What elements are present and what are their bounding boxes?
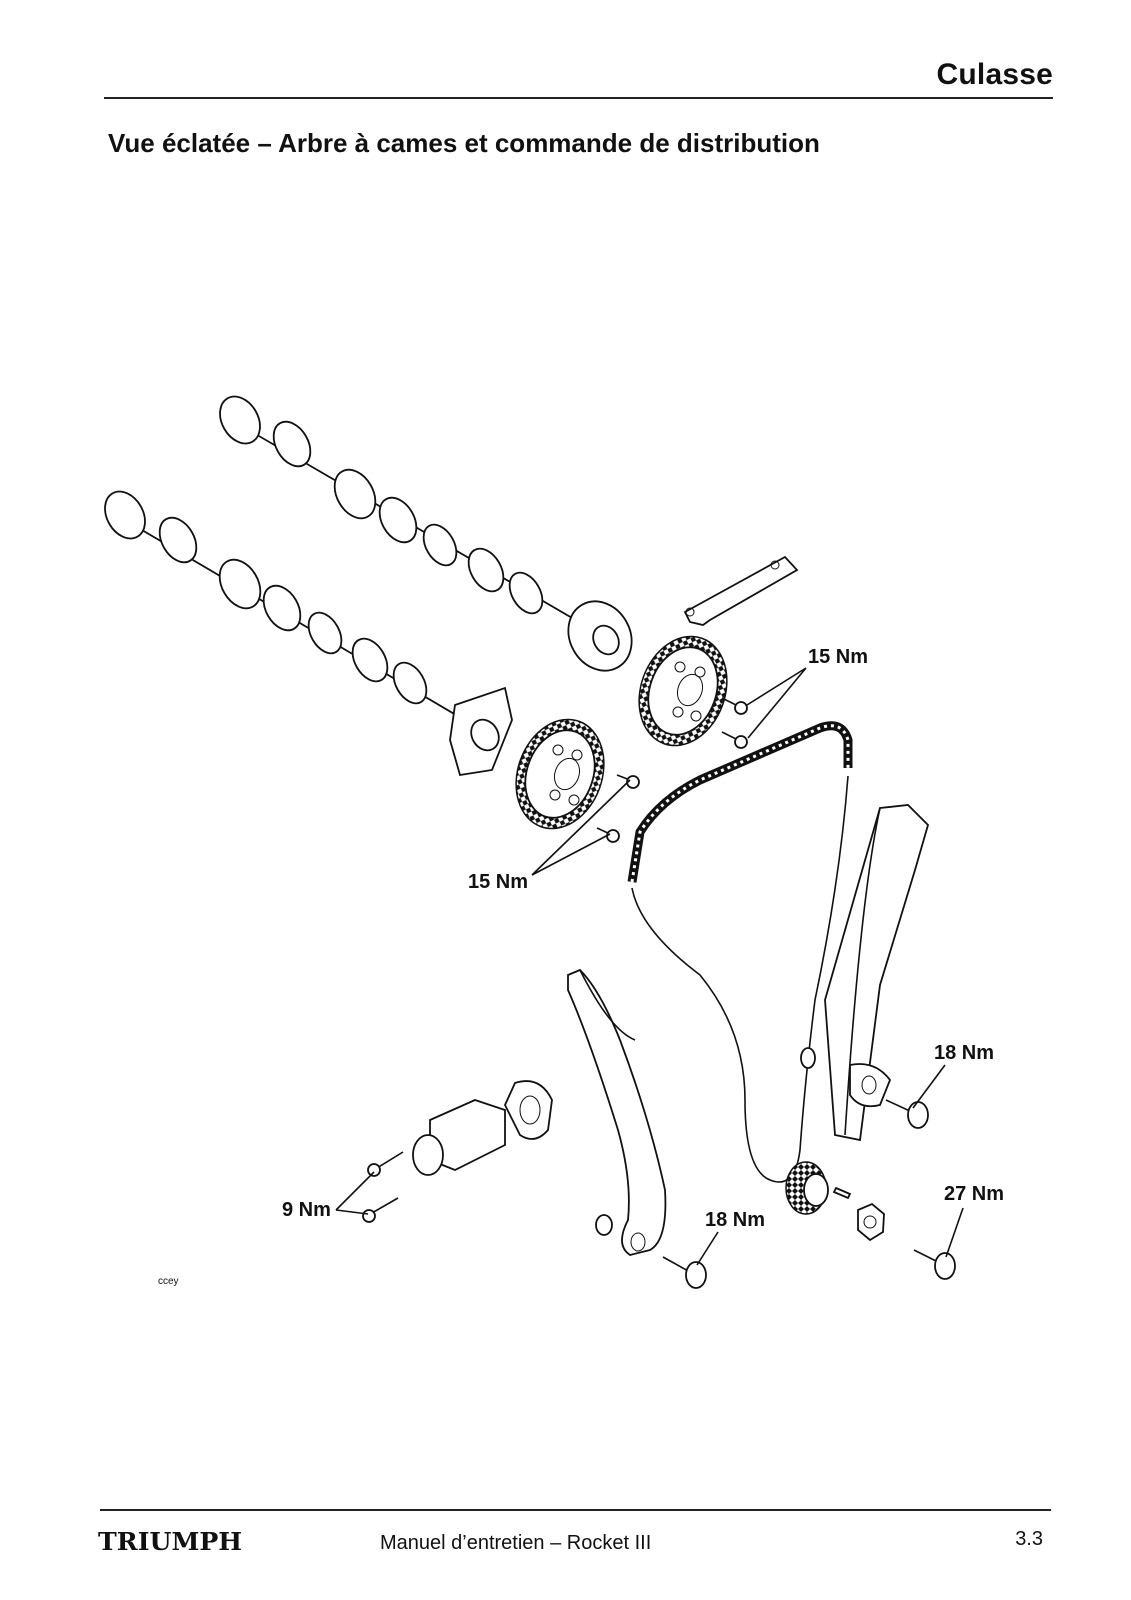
chain-guide-icon xyxy=(567,968,667,1256)
sprocket-icon xyxy=(638,635,728,747)
nut-icon xyxy=(857,1202,885,1242)
manual-title: Manuel d’entretien – Rocket III xyxy=(380,1532,652,1554)
torque-label: 15 Nm xyxy=(808,646,868,668)
bolt-icon xyxy=(662,1099,956,1289)
camshaft-icon xyxy=(104,490,513,777)
bolt-icon xyxy=(596,697,748,843)
bracket-icon xyxy=(683,555,799,626)
torque-label: 18 Nm xyxy=(934,1042,994,1064)
chain-guide-icon xyxy=(800,804,930,1142)
section-title: Culasse xyxy=(936,58,1053,91)
footer-rule xyxy=(100,1509,1051,1511)
sprocket-icon xyxy=(515,718,605,830)
header-rule xyxy=(104,97,1053,99)
page-heading: Vue éclatée – Arbre à cames et commande … xyxy=(108,128,820,158)
brand-logo: TRIUMPH xyxy=(98,1527,243,1556)
sprocket-icon xyxy=(785,1161,852,1215)
camshaft-icon xyxy=(219,395,633,672)
page-number: 3.3 xyxy=(1015,1528,1043,1550)
tensioner-icon xyxy=(412,1080,553,1176)
chain-icon xyxy=(627,721,853,1183)
torque-label: 27 Nm xyxy=(944,1183,1004,1205)
torque-label: 15 Nm xyxy=(468,871,528,893)
torque-label: 18 Nm xyxy=(705,1209,765,1231)
figure-code: ccey xyxy=(158,1276,179,1287)
bolt-icon xyxy=(362,1151,404,1223)
leader-lines xyxy=(335,667,964,1266)
torque-label: 9 Nm xyxy=(282,1199,331,1221)
